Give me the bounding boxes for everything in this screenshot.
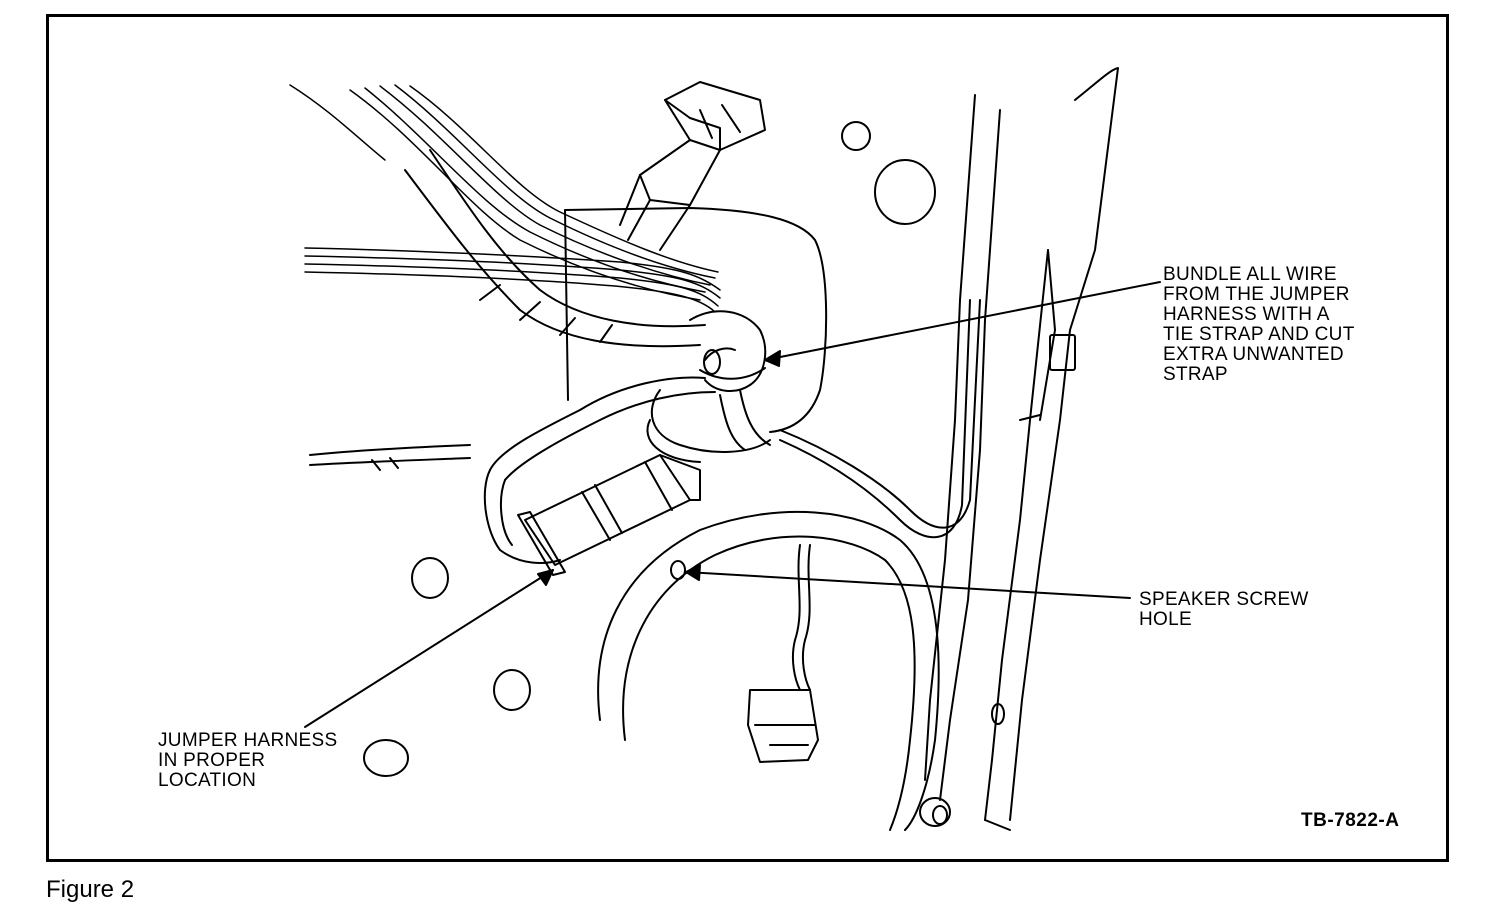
left-wire-bundle <box>304 247 721 313</box>
reference-code: TB-7822-A <box>1301 810 1400 831</box>
callout-line: FROM THE JUMPER <box>1163 284 1350 305</box>
harness-loop <box>309 376 771 564</box>
callout-line: IN PROPER <box>158 750 266 771</box>
callout-line: BUNDLE ALL WIRE <box>1163 264 1337 285</box>
door-panel-edge <box>984 67 1119 831</box>
tie-strap-bundle <box>689 310 771 451</box>
callout-leaders <box>304 281 1161 728</box>
lower-connector <box>747 544 819 763</box>
callout-jumper-harness: JUMPER HARNESS IN PROPER LOCATION <box>158 731 337 791</box>
upper-connector <box>619 81 766 251</box>
sleeved-harness <box>404 149 706 348</box>
callout-line: HOLE <box>1139 609 1192 630</box>
callout-speaker-screw-hole: SPEAKER SCREW HOLE <box>1139 590 1309 630</box>
callout-line: HARNESS WITH A <box>1163 304 1330 325</box>
speaker-screw-hole <box>670 560 686 580</box>
callout-line: STRAP <box>1163 364 1228 385</box>
panel-holes <box>363 121 1076 827</box>
callout-line: TIE STRAP AND CUT <box>1163 324 1355 345</box>
right-channel-wire <box>779 299 981 539</box>
backing-plate <box>564 207 828 433</box>
upper-wire-bundle <box>289 84 719 301</box>
callout-line: EXTRA UNWANTED <box>1163 344 1344 365</box>
figure-caption: Figure 2 <box>46 876 135 903</box>
callout-line: JUMPER HARNESS <box>158 730 338 751</box>
jumper-connector <box>517 454 701 576</box>
callout-line: SPEAKER SCREW <box>1139 589 1309 610</box>
callout-bundle-wire: BUNDLE ALL WIRE FROM THE JUMPER HARNESS … <box>1163 265 1355 385</box>
speaker-ring <box>597 510 940 831</box>
inner-frame-channel <box>924 94 1001 801</box>
callout-line: LOCATION <box>158 770 257 791</box>
